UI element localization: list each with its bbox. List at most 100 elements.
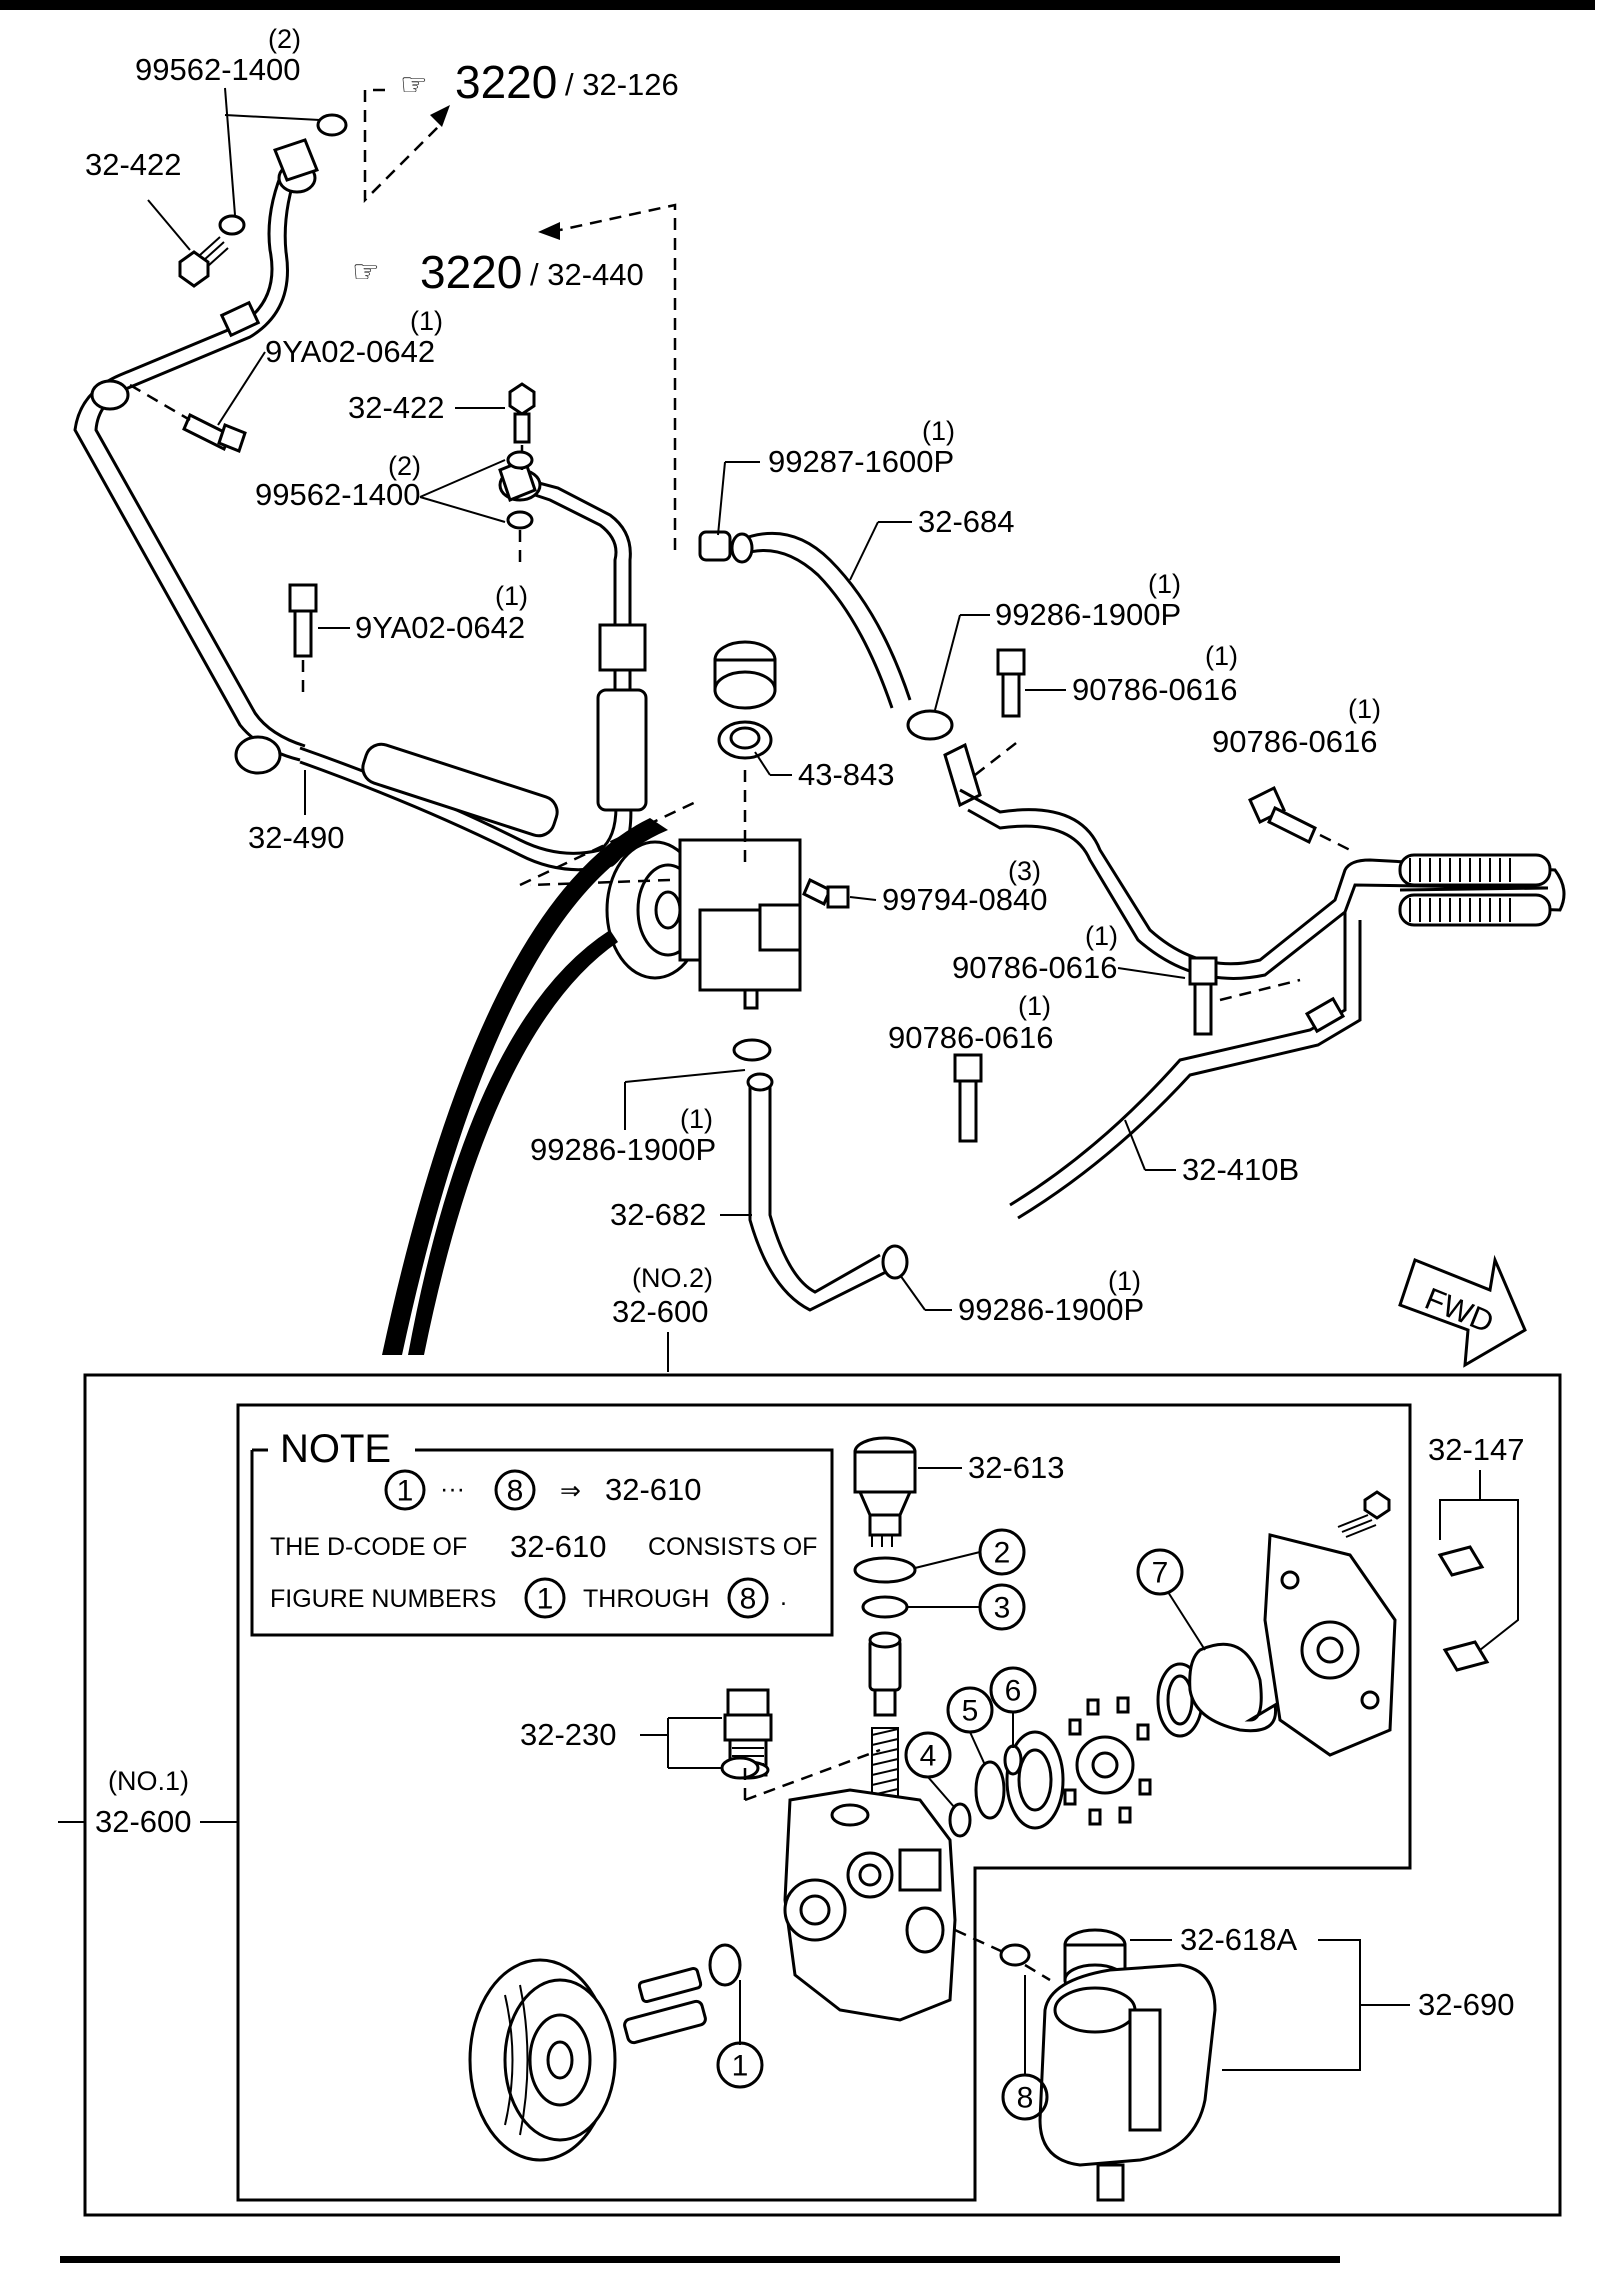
- reservoir-32-690: [1038, 1928, 1217, 2202]
- callout-6: 6: [989, 1666, 1037, 1748]
- hose-32-684-label: 32-684: [918, 504, 1015, 539]
- cooler-pipe: [959, 788, 1566, 1220]
- fwd-arrow: FWD: [1398, 1254, 1527, 1368]
- note-range-to: 8: [507, 1475, 524, 1508]
- callout-2: 2: [914, 1528, 1026, 1576]
- rear-cover: [1263, 1490, 1397, 1757]
- washer-top-a: [218, 214, 246, 236]
- bolt-9ya02-a-qty: (1): [410, 306, 443, 336]
- bolt-32-422-mid-label: 32-422: [348, 390, 445, 425]
- ref-top-part: 99562-1400: [135, 52, 301, 87]
- bolt-90786-a: [996, 648, 1026, 718]
- o-ring-2: [853, 1556, 917, 1584]
- bolt-90786-b-qty: (1): [1348, 694, 1381, 724]
- ref-arrows: [363, 88, 677, 550]
- callout-5-num: 5: [962, 1695, 979, 1728]
- note-arrow: ⇒: [560, 1477, 581, 1505]
- o-ring-4: [948, 1802, 972, 1838]
- callout-8: 8: [1001, 2073, 1049, 2121]
- bolt-90786-d: [953, 1053, 983, 1143]
- pump-body: [743, 1748, 957, 2022]
- pump-no1-label: 32-600: [95, 1804, 192, 1839]
- ref-3220-b-sub: / 32-440: [530, 257, 644, 292]
- bolt-9ya02-b: [288, 583, 318, 700]
- reservoir-cap-43-843: [713, 640, 777, 870]
- clamp-99286-a-qty: (1): [1148, 569, 1181, 599]
- pump-no2-qty: (NO.2): [632, 1263, 713, 1293]
- bolt-90786-c-qty: (1): [1085, 921, 1118, 951]
- washer-mid-b: [506, 510, 534, 530]
- upper-labels: (2) 99562-1400 ☞ 3220 / 32-126 32-422 ☞ …: [85, 24, 1381, 1372]
- bolt-90786-d-label: 90786-0616: [888, 1020, 1054, 1055]
- clamp-99286-b-qty: (1): [680, 1104, 713, 1134]
- pump-detail-outer-frame: [83, 1373, 1562, 2217]
- note-line3-end: .: [780, 1583, 787, 1611]
- callout-3-num: 3: [994, 1592, 1011, 1625]
- pump-upper-view: [519, 798, 802, 1062]
- return-hose-32-684: [698, 530, 912, 709]
- part-32-230-label: 32-230: [520, 1717, 617, 1752]
- pipe-32-490-label: 32-490: [248, 820, 345, 855]
- pump-pulley: [468, 1958, 707, 2162]
- callout-2-num: 2: [994, 1537, 1011, 1570]
- ref-3220-a-sub: / 32-126: [565, 67, 679, 102]
- bolt-90786-d-qty: (1): [1018, 991, 1051, 1021]
- bolt-99794-label: 99794-0840: [882, 882, 1048, 917]
- callout-4: 4: [904, 1731, 956, 1809]
- washer-top-b: [316, 113, 348, 137]
- pressure-pipe-lower: [299, 458, 648, 872]
- callout-1-num: 1: [732, 2050, 749, 2083]
- valve-spring: [871, 1727, 899, 1801]
- clamp-99286-b-label: 99286-1900P: [530, 1132, 716, 1167]
- note-title: NOTE: [280, 1427, 391, 1471]
- leader-arcs: [382, 818, 668, 1355]
- ref-3220-b: 3220: [420, 246, 522, 298]
- clamp-99287-qty: (1): [922, 416, 955, 446]
- note-line2-a: THE D-CODE OF: [270, 1533, 467, 1561]
- seal-1: [708, 1943, 742, 1987]
- pump-detail-inner-frame: [236, 1403, 1412, 2202]
- part-32-690-label: 32-690: [1418, 1987, 1515, 2022]
- cap-43-843-label: 43-843: [798, 757, 895, 792]
- clips-32-147: [1437, 1545, 1490, 1672]
- bolt-9ya02-a-label: 9YA02-0642: [265, 334, 435, 369]
- bolt-90786-c-label: 90786-0616: [952, 950, 1118, 985]
- cooler-coil: [1398, 853, 1552, 927]
- bolt-90786-a-qty: (1): [1205, 641, 1238, 671]
- o-ring-32-230: [720, 1756, 760, 1780]
- part-32-147-label: 32-147: [1428, 1432, 1525, 1467]
- bolt-9ya02-b-qty: (1): [495, 581, 528, 611]
- washer-mid-qty: (2): [388, 451, 421, 481]
- bolt-9ya02-a: [129, 383, 247, 453]
- ref-3220-a: 3220: [455, 56, 557, 108]
- note-line3-a: FIGURE NUMBERS: [270, 1585, 496, 1613]
- clamp-99286-c-label: 99286-1900P: [958, 1292, 1144, 1327]
- callout-7: 7: [1136, 1548, 1206, 1651]
- part-32-618a-label: 32-618A: [1180, 1922, 1298, 1957]
- finger-icon-b: ☞: [352, 254, 380, 289]
- finger-icon-a: ☞: [400, 67, 428, 102]
- suction-hose-32-682: [746, 1072, 909, 1312]
- pipe-32-410b-label: 32-410B: [1182, 1152, 1299, 1187]
- fitting-32-613: [853, 1436, 917, 1547]
- bolt-99794: [802, 877, 850, 909]
- note-line2-b: CONSISTS OF: [648, 1533, 817, 1561]
- o-ring-5: [974, 1760, 1006, 1820]
- o-ring-3: [861, 1595, 909, 1619]
- top-border-rule: [0, 0, 1595, 10]
- gasket-7: [1188, 1642, 1278, 1733]
- pump-no2-label: 32-600: [612, 1294, 709, 1329]
- o-ring-8: [999, 1943, 1031, 1967]
- bolt-32-422-mid: [508, 382, 536, 470]
- bolt-90786-a-label: 90786-0616: [1072, 672, 1238, 707]
- pressure-pipe-upper: [73, 138, 319, 775]
- bolt-90786-c: [1188, 956, 1301, 1036]
- callout-7-num: 7: [1152, 1557, 1169, 1590]
- ref-top-qty: (2): [268, 24, 301, 54]
- clamp-99286-c-qty: (1): [1108, 1266, 1141, 1296]
- bolt-32-422-top: [178, 236, 229, 288]
- clamp-99286-a-label: 99286-1900P: [995, 597, 1181, 632]
- washer-mid-label: 99562-1400: [255, 477, 421, 512]
- hose-32-682-label: 32-682: [610, 1197, 707, 1232]
